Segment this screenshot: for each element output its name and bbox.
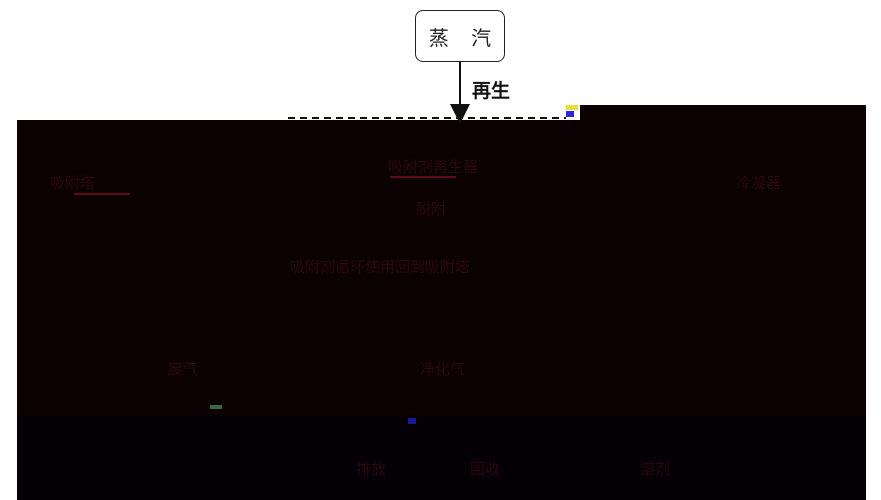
obscured-label-bottom-3: 溶剂 (640, 460, 671, 478)
accent-line-left (74, 193, 130, 195)
obscured-label-top-center-2: 脱附 (416, 200, 447, 218)
obscured-label-lower-left: 废气 (168, 360, 199, 378)
dark-panel-top (580, 105, 866, 121)
obscured-label-bottom-2: 回收 (470, 460, 501, 478)
steam-box: 蒸 汽 (415, 10, 505, 62)
blue-mark-lower (408, 418, 416, 424)
obscured-label-middle: 吸附剂循环使用回到吸附塔 (290, 258, 471, 276)
obscured-label-bottom-1: 排放 (356, 460, 387, 478)
steam-label: 蒸 汽 (428, 25, 500, 50)
obscured-label-top-left: 吸附塔 (50, 174, 96, 192)
obscured-label-top-right: 冷凝器 (736, 174, 782, 192)
blue-mark (566, 111, 574, 117)
accent-line-center (390, 176, 456, 178)
green-mark (210, 405, 222, 409)
yellow-mark (566, 105, 578, 110)
regen-label: 再生 (472, 80, 511, 102)
obscured-label-lower-center: 净化气 (420, 360, 466, 378)
obscured-label-top-center-1: 吸附剂再生器 (388, 158, 479, 176)
dark-bottom-band (17, 415, 866, 500)
